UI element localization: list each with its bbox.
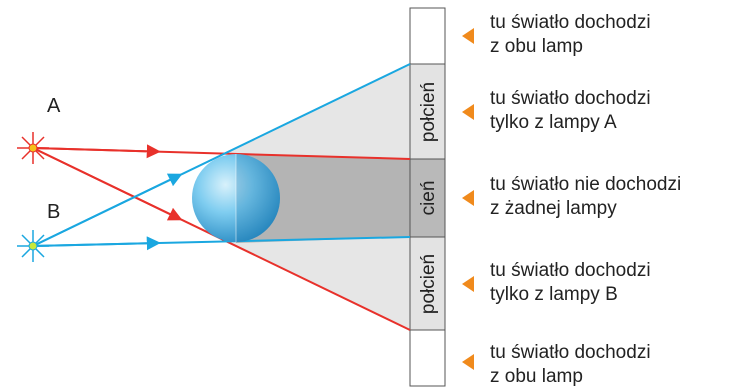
annotation-1-line1: tu światło dochodzi [490, 12, 651, 33]
screen-region-top [409, 7, 446, 65]
orange-triangle-icon [462, 354, 474, 370]
screen-region-penumbra-a [409, 63, 446, 160]
annotation-4-line1: tu światło dochodzi [490, 260, 651, 281]
orange-triangle-icon [462, 104, 474, 120]
ray-b-arrow-bottom [32, 236, 161, 251]
annotation-5-line1: tu światło dochodzi [490, 342, 651, 363]
umbra-band [236, 153, 410, 243]
annotation-1-line2: z obu lamp [490, 36, 583, 57]
screen-region-bottom [409, 329, 446, 387]
annotation-3-line2: z żadnej lampy [490, 198, 617, 219]
ray-b-arrow-top [32, 173, 183, 247]
sphere-obstacle [192, 154, 280, 242]
annotation-4-line2: tylko z lampy B [490, 284, 618, 305]
ray-a-arrow-bottom [32, 147, 183, 221]
orange-triangle-icon [462, 276, 474, 292]
screen [409, 7, 446, 387]
screen-region-umbra [409, 158, 446, 238]
light-source-b-icon [17, 230, 49, 262]
source-a-label: A [47, 95, 61, 117]
screen-label-umbra: cień [418, 181, 439, 216]
annotation-5-line2: z obu lamp [490, 366, 583, 387]
light-source-a-icon [17, 132, 49, 164]
annotation-2-line1: tu światło dochodzi [490, 88, 651, 109]
screen-label-penumbra-b: połcień [418, 254, 439, 314]
ray-a-arrow-top [32, 144, 161, 159]
screen-label-penumbra-a: połcień [418, 82, 439, 142]
orange-triangle-icon [462, 28, 474, 44]
source-b-label: B [47, 201, 60, 223]
orange-triangle-icon [462, 190, 474, 206]
annotation-2-line2: tylko z lampy A [490, 112, 617, 133]
annotation-3-line1: tu światło nie dochodzi [490, 174, 681, 195]
